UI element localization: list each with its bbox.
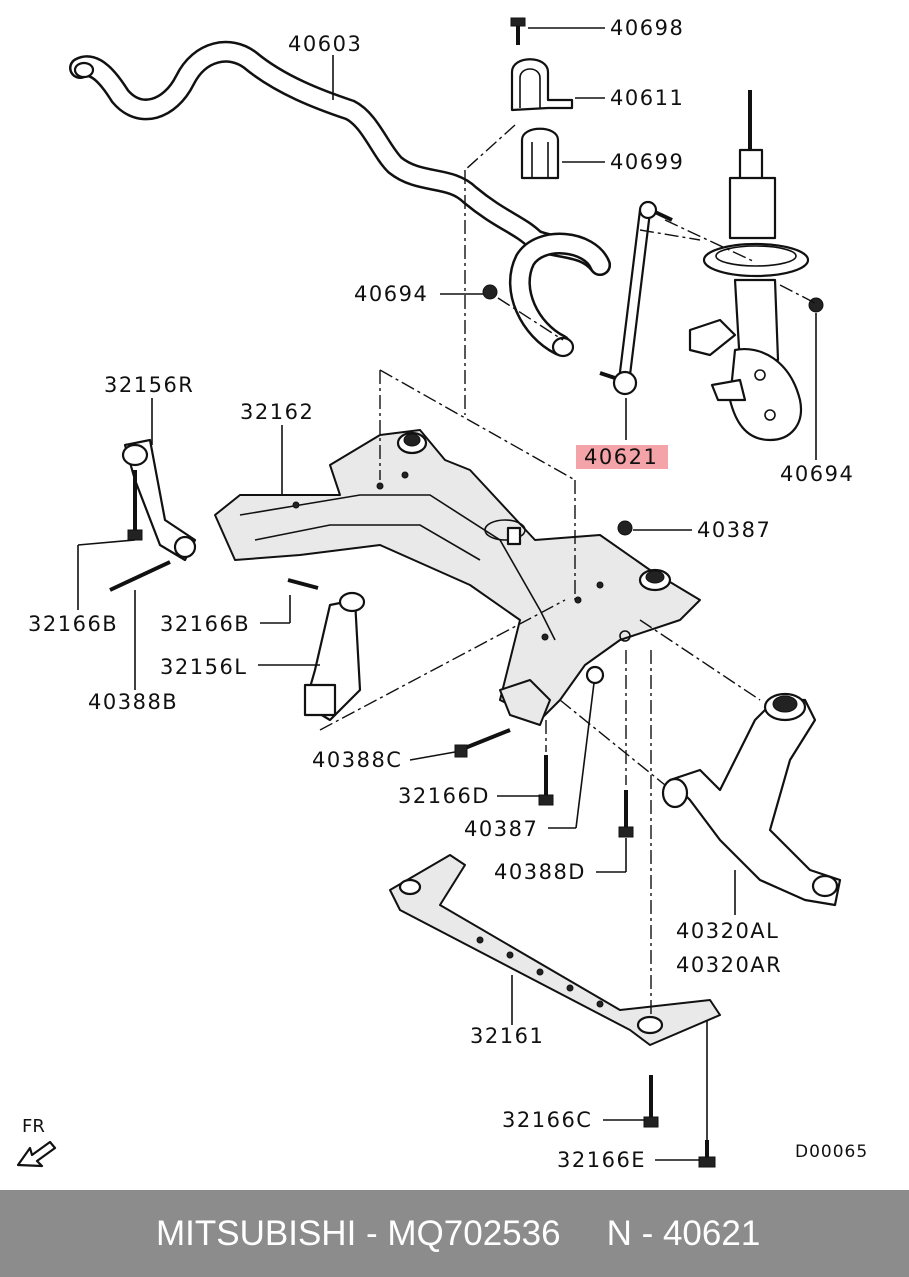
label-32166E: 32166E <box>557 1148 647 1172</box>
diagram-code: D00065 <box>795 1142 869 1162</box>
strut-assembly <box>688 90 824 442</box>
footer-diagram-ref: N - 40621 <box>606 1213 761 1253</box>
label-40694-top: 40694 <box>354 282 429 306</box>
front-direction-arrow-icon <box>16 1140 57 1168</box>
mount-32156L <box>109 560 511 758</box>
leader-lines <box>77 27 817 1161</box>
parts-diagram: 40698 40603 40611 40699 40694 32156R 321… <box>16 16 869 1172</box>
stabilizer-link <box>599 200 673 396</box>
label-40388B: 40388B <box>88 690 179 714</box>
label-32166B-left: 32166B <box>28 612 119 636</box>
footer-brand-part-number: MITSUBISHI - MQ702536 <box>156 1213 561 1253</box>
label-40320AL: 40320AL <box>676 919 780 943</box>
label-32162: 32162 <box>240 400 315 424</box>
direction-label: FR <box>22 1116 45 1137</box>
label-40320AR: 40320AR <box>676 953 783 977</box>
under-brace <box>389 854 721 1046</box>
label-32166C: 32166C <box>502 1108 593 1132</box>
center-lines <box>319 124 816 1015</box>
label-32166B-center: 32166B <box>160 612 251 636</box>
label-40694-right: 40694 <box>780 462 855 486</box>
bolts <box>482 284 716 1168</box>
diagram-drawing <box>16 17 842 1168</box>
crossmember <box>214 429 701 726</box>
label-32161: 32161 <box>470 1024 545 1048</box>
label-40698: 40698 <box>610 16 685 40</box>
lower-control-arm <box>661 692 842 907</box>
label-32156R: 32156R <box>104 373 195 397</box>
label-32166D: 32166D <box>398 784 490 808</box>
label-40621-highlighted: 40621 <box>576 445 669 469</box>
bushing-bracket <box>510 17 574 180</box>
label-32156L: 32156L <box>160 655 248 679</box>
label-40699: 40699 <box>610 150 685 174</box>
stabilizer-bar <box>69 40 611 358</box>
footer-bar: MITSUBISHI - MQ702536 N - 40621 <box>0 1190 909 1277</box>
label-40387-bottom: 40387 <box>464 817 539 841</box>
label-40387-top: 40387 <box>697 518 772 542</box>
label-40388C: 40388C <box>312 748 403 772</box>
label-40611: 40611 <box>610 86 685 110</box>
mount-32156R <box>121 438 197 562</box>
label-40388D: 40388D <box>494 860 586 884</box>
label-40603: 40603 <box>288 32 363 56</box>
